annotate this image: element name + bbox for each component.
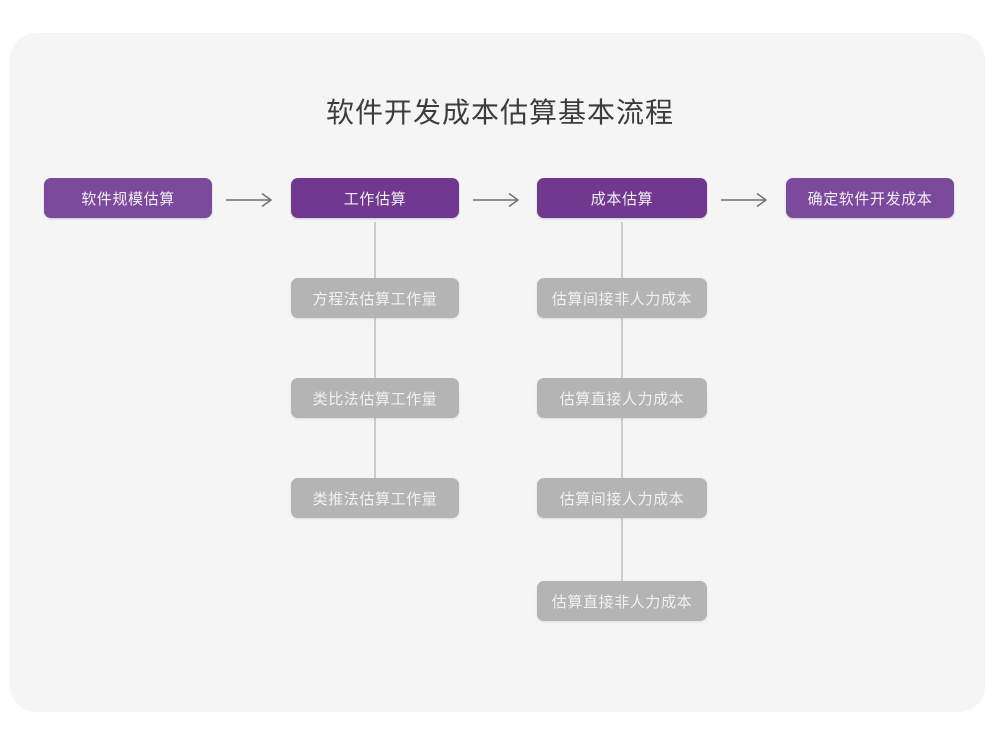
flow-step-3-subnode-3[interactable]: 估算间接人力成本 [537,478,707,518]
flow-step-3-subnode-1[interactable]: 估算间接非人力成本 [537,278,707,318]
flow-column-4: 确定软件开发成本 [786,178,954,218]
flow-step-2-subnode-1-slot: 方程法估算工作量 [291,278,459,318]
flow-step-2-subnode-2[interactable]: 类比法估算工作量 [291,378,459,418]
flow-column-3: 成本估算 估算间接非人力成本 估算直接人力成本 估算间接人力成本 估算直接非人力… [537,178,707,621]
flow-step-2-subnode-2-slot: 类比法估算工作量 [291,378,459,418]
flow-step-4[interactable]: 确定软件开发成本 [786,178,954,218]
connector-line-column-3 [621,222,623,620]
page-title: 软件开发成本估算基本流程 [325,97,674,128]
flow-step-2-subnode-1[interactable]: 方程法估算工作量 [291,278,459,318]
flow-step-3-subnode-2[interactable]: 估算直接人力成本 [537,378,707,418]
flow-column-2: 工作估算 方程法估算工作量 类比法估算工作量 类推法估算工作量 [291,178,459,518]
flow-step-3-subnode-2-slot: 估算直接人力成本 [537,378,707,418]
flow-step-3-subnode-1-slot: 估算间接非人力成本 [537,278,707,318]
flow-step-3[interactable]: 成本估算 [537,178,707,218]
flow-step-1[interactable]: 软件规模估算 [44,178,212,218]
flow-step-3-subnode-4-slot: 估算直接非人力成本 [537,581,707,621]
connector-line-column-2 [374,222,376,517]
flow-step-3-subnode-3-slot: 估算间接人力成本 [537,478,707,518]
flow-step-2-subnode-3-slot: 类推法估算工作量 [291,478,459,518]
arrow-right-icon-1 [226,192,278,208]
arrow-right-icon-2 [473,192,525,208]
flow-column-1: 软件规模估算 [44,178,212,218]
arrow-right-icon-3 [721,192,773,208]
diagram-card [10,33,985,712]
flow-step-2[interactable]: 工作估算 [291,178,459,218]
flow-step-2-subnode-3[interactable]: 类推法估算工作量 [291,478,459,518]
flow-step-3-subnode-4[interactable]: 估算直接非人力成本 [537,581,707,621]
